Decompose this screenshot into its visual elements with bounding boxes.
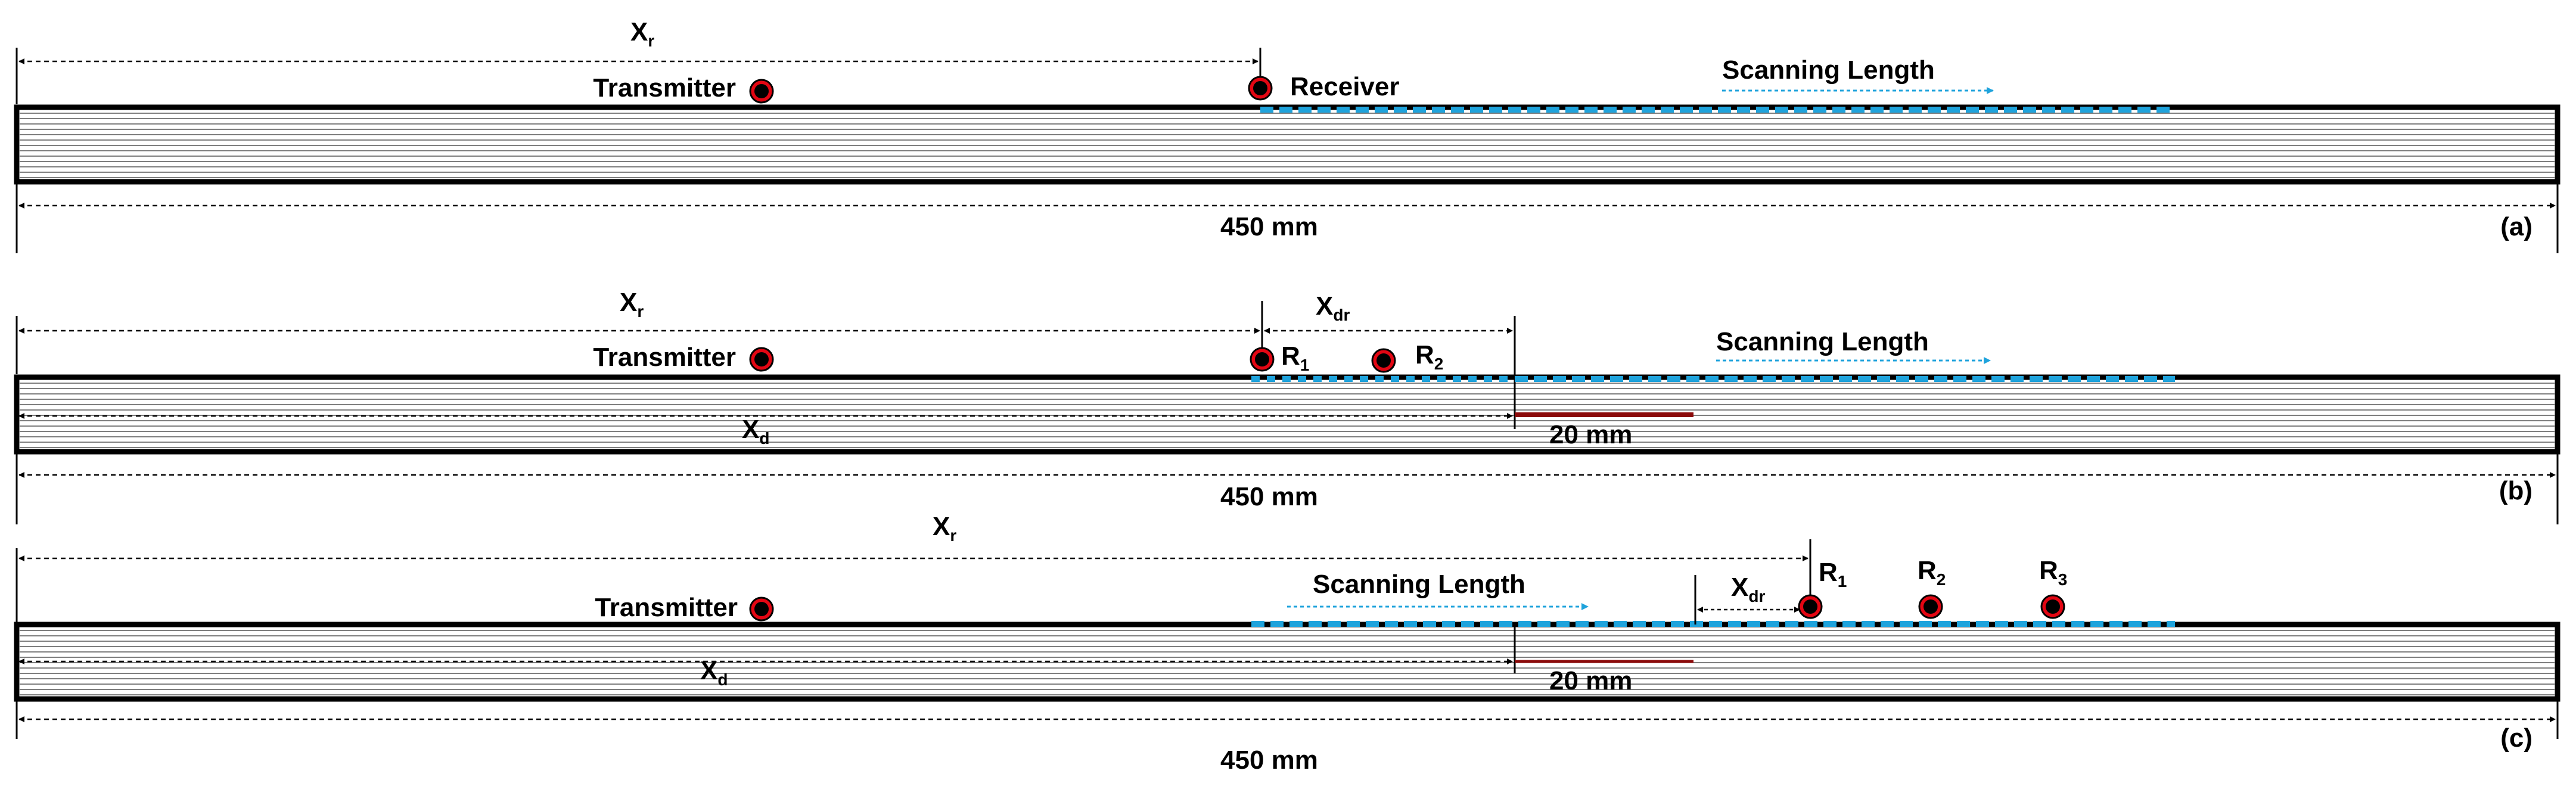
receiver-r2-sensor [1371,348,1396,373]
receiver-r3-sensor [2040,594,2065,619]
length-label: 450 mm [1220,212,1318,241]
scanning-label: Scanning Length [1722,55,1935,85]
transmitter-label: Transmitter [593,343,736,372]
transmitter-label: Transmitter [595,593,738,622]
xdr-label: Xdr [1316,291,1350,324]
plate [14,104,2561,185]
length-label: 450 mm [1220,745,1318,775]
xr-label: Xr [630,17,654,50]
scanning-label: Scanning Length [1716,327,1929,356]
defect-label: 20 mm [1549,420,1632,449]
receiver-r1-sensor [1798,594,1823,619]
receiver-sensor [1248,76,1273,101]
panel-b: Xr Xdr Transmitter R1 R2 Scanning Length… [14,288,2561,524]
transmitter-sensor [749,79,774,104]
panel-label: (c) [2500,723,2533,753]
transmitter-sensor [749,597,774,622]
r2-label: R2 [1415,340,1443,373]
panel-a: Xr Transmitter Receiver Scanning Length … [14,17,2561,253]
panel-label: (a) [2500,212,2533,241]
receiver-r1-sensor [1250,347,1275,372]
xr-label: Xr [620,288,644,321]
scanning-label: Scanning Length [1313,570,1525,599]
panel-label: (b) [2499,476,2533,505]
r1-label: R1 [1819,558,1847,591]
plate [14,374,2561,455]
xd-label: Xd [742,415,769,448]
transmitter-sensor [749,347,774,372]
receiver-r2-sensor [1918,594,1943,619]
xdr-label: Xdr [1731,573,1765,605]
defect-label: 20 mm [1549,666,1632,695]
transmitter-label: Transmitter [593,73,736,102]
length-label: 450 mm [1220,482,1318,511]
r3-label: R3 [2039,556,2067,589]
r1-label: R1 [1281,341,1309,374]
panel-c: Xr Scanning Length Xdr Transmitter R1 R2 [14,512,2561,775]
laminate-lines [20,113,2555,178]
xd-label: Xd [700,656,728,689]
laminate-lines [20,383,2555,448]
xr-label: Xr [933,512,956,545]
r2-label: R2 [1918,556,1946,589]
receiver-label: Receiver [1290,72,1399,101]
